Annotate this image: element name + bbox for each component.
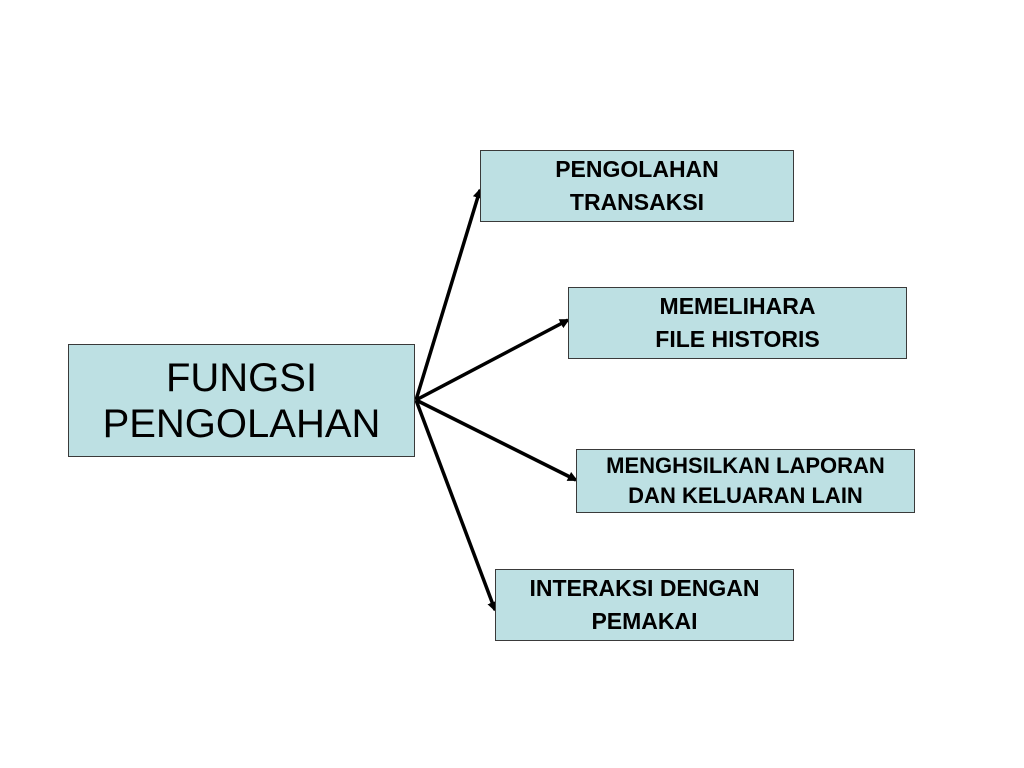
function-box-pengolahan-transaksi: PENGOLAHAN TRANSAKSI [480,150,794,222]
function-box-memelihara-file-historis: MEMELIHARA FILE HISTORIS [568,287,907,359]
function-box-interaksi-pemakai: INTERAKSI DENGAN PEMAKAI [495,569,794,641]
arrow-to-memelihara-file-historis [415,318,570,402]
function-box-line-2: PEMAKAI [591,608,698,634]
arrow-to-menghasilkan-laporan [415,398,578,482]
function-box-line-2: TRANSAKSI [569,189,705,215]
function-box-line-2: DAN KELUARAN LAIN [628,483,863,508]
arrow-to-interaksi-pemakai [414,399,497,612]
function-box-menghasilkan-laporan: MENGHSILKAN LAPORAN DAN KELUARAN LAIN [576,449,915,513]
main-box-line-2: PENGOLAHAN [102,401,381,446]
function-box-line-1: INTERAKSI DENGAN [529,575,760,601]
function-box-line-1: MENGHSILKAN LAPORAN [606,453,885,478]
function-box-line-1: PENGOLAHAN [555,156,719,182]
function-box-line-1: MEMELIHARA [659,293,816,319]
main-box-line-1: FUNGSI [165,355,318,400]
function-box-line-2: FILE HISTORIS [655,326,820,352]
arrow-to-pengolahan-transaksi [414,188,483,401]
main-function-box: FUNGSI PENGOLAHAN [68,344,415,457]
